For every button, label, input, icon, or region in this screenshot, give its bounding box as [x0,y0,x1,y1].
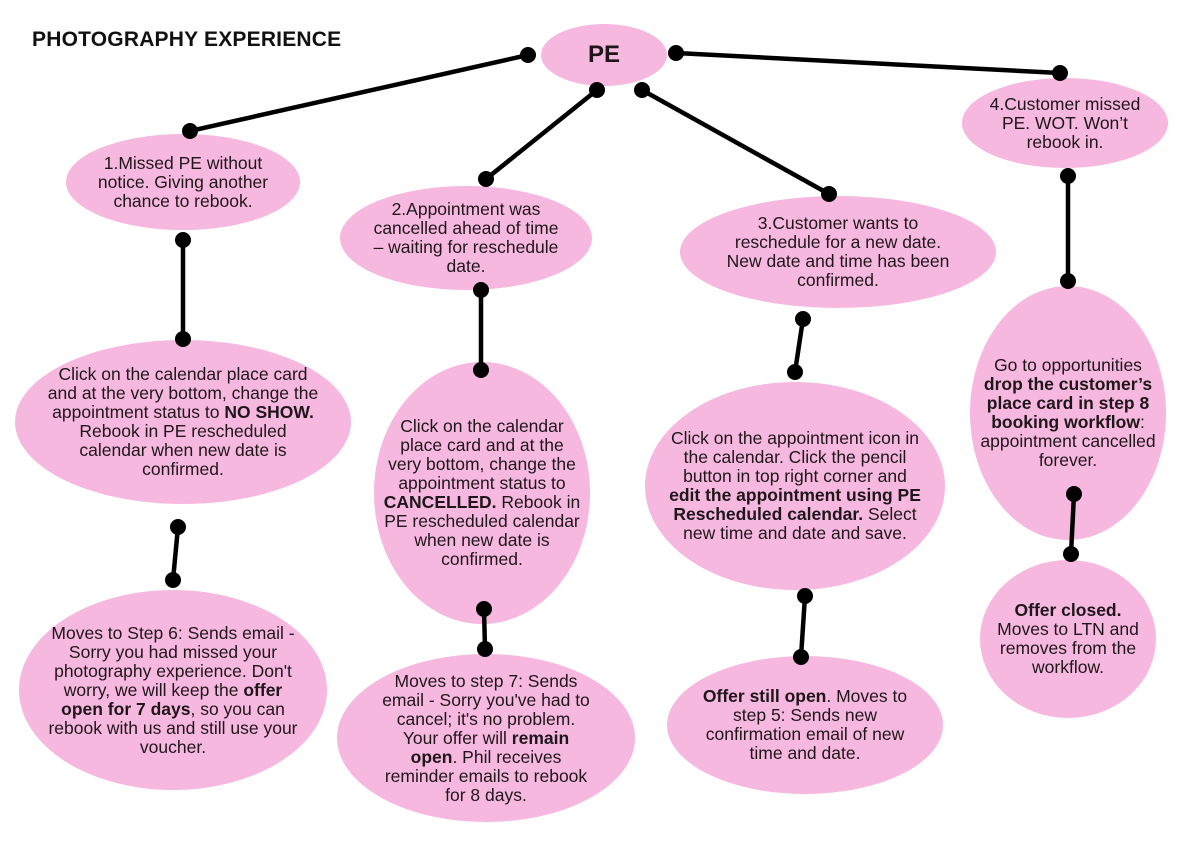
node-text: Click on the appointment icon in the cal… [668,429,923,543]
node-result-1-step-6-email: Moves to Step 6: Sends email - Sorry you… [19,590,327,790]
node-text: Moves to step 7: Sends email - Sorry you… [379,670,594,805]
connector-case1-to-action1 [175,232,191,347]
bold-text-run: CANCELLED. [383,492,497,512]
connector-root-to-case2 [478,82,605,187]
node-action-4-drop-place-card: Go to opportunities drop the customer’s … [970,286,1166,540]
connector-endpoint-dot [1060,168,1076,184]
node-action-3-edit-appointment: Click on the appointment icon in the cal… [645,382,945,590]
text-run: . Moves to step 5: Sends new confirmatio… [705,686,908,763]
bold-text-run: PE [587,41,620,68]
diagram-title: PHOTOGRAPHY EXPERIENCE [32,28,342,51]
node-text: 2.Appointment was cancelled ahead of tim… [371,200,561,276]
connector-endpoint-dot [787,364,803,380]
connector-root-to-case3 [634,82,837,202]
node-case-4-wont-rebook: 4.Customer missed PE. WOT. Won’t rebook … [962,78,1168,168]
text-run: Click on the calendar place card and at … [388,416,576,493]
connector-root-to-case4 [668,45,1068,81]
text-run: 2.Appointment was cancelled ahead of tim… [373,199,559,276]
connector-case4-to-action4 [1060,168,1076,289]
node-text: PE [588,42,620,68]
text-run: Rebook in PE rescheduled calendar when n… [384,492,581,569]
connector-line [640,88,831,196]
text-run: 3.Customer wants to reschedule for a new… [726,213,950,290]
node-action-2-cancelled: Click on the calendar place card and at … [374,362,590,624]
text-run: . Phil receives reminder emails to reboo… [384,746,588,805]
node-text: 4.Customer missed PE. WOT. Won’t rebook … [980,93,1150,152]
connector-line [675,50,1061,76]
connector-action3-to-result3 [793,588,813,665]
connector-line [798,595,808,658]
node-action-1-no-show: Click on the calendar place card and at … [15,340,351,504]
connector-endpoint-dot [668,45,684,61]
connector-root-to-case1 [182,47,536,139]
text-run: 4.Customer missed PE. WOT. Won’t rebook … [989,93,1141,152]
node-text: Click on the calendar place card and at … [46,365,321,479]
node-text: Moves to Step 6: Sends email - Sorry you… [43,622,303,757]
node-text: Offer still open. Moves to step 5: Sends… [695,687,915,763]
connector-endpoint-dot [520,47,536,63]
bold-text-run: remain open [410,727,570,767]
bold-text-run: Offer still open [702,686,827,706]
node-case-3-reschedule: 3.Customer wants to reschedule for a new… [680,196,996,308]
bold-text-run: offer open for 7 days [61,679,283,719]
node-case-1-missed-without-notice: 1.Missed PE without notice. Giving anoth… [66,134,300,230]
connector-line [792,318,806,373]
connector-action1-to-result1 [165,519,186,588]
node-root-pe: PE [541,24,667,86]
text-run: , so you can rebook with us and still us… [48,698,298,757]
connector-line [484,88,599,181]
node-text: 3.Customer wants to reschedule for a new… [718,214,958,290]
connector-endpoint-dot [797,588,813,604]
connector-case3-to-action3 [787,311,811,380]
connector-endpoint-dot [478,171,494,187]
connector-endpoint-dot [634,82,650,98]
connector-endpoint-dot [175,232,191,248]
text-run: Rebook in PE rescheduled calendar when n… [79,421,287,479]
node-case-2-cancelled-ahead: 2.Appointment was cancelled ahead of tim… [340,186,592,290]
text-run: Click on the calendar place card and at … [47,364,319,422]
bold-text-run: edit the appointment using PE Reschedule… [669,485,921,524]
text-run: Moves to LTN and removes from the workfl… [997,619,1139,677]
node-result-4-offer-closed: Offer closed. Moves to LTN and removes f… [980,560,1156,718]
node-text: 1.Missed PE without notice. Giving anoth… [83,152,283,211]
text-run: Click on the appointment icon in the cal… [670,428,920,486]
bold-text-run: NO SHOW. [224,402,314,422]
node-text: Go to opportunities drop the customer’s … [978,356,1158,470]
text-run: Moves to step 7: Sends email - Sorry you… [382,670,590,748]
connector-endpoint-dot [165,572,181,588]
node-text: Offer closed. Moves to LTN and removes f… [993,601,1143,677]
connector-line [189,52,529,134]
text-run: Select new time and date and save. [683,504,917,543]
bold-text-run: Offer closed. [1014,600,1122,620]
connector-endpoint-dot [170,519,186,535]
bold-text-run: drop the customer’s place card in step 8… [983,374,1153,432]
node-text: Click on the calendar place card and at … [382,417,582,569]
text-run: : appointment cancelled forever. [980,412,1156,470]
connector-line [170,526,181,581]
text-run: 1.Missed PE without notice. Giving anoth… [97,152,269,211]
text-run: Moves to Step 6: Sends email - Sorry you… [51,622,295,700]
node-result-3-step-5-email: Offer still open. Moves to step 5: Sends… [667,656,943,794]
text-run: Go to opportunities [994,355,1142,375]
node-result-2-step-7-email: Moves to step 7: Sends email - Sorry you… [337,654,635,822]
connector-endpoint-dot [795,311,811,327]
